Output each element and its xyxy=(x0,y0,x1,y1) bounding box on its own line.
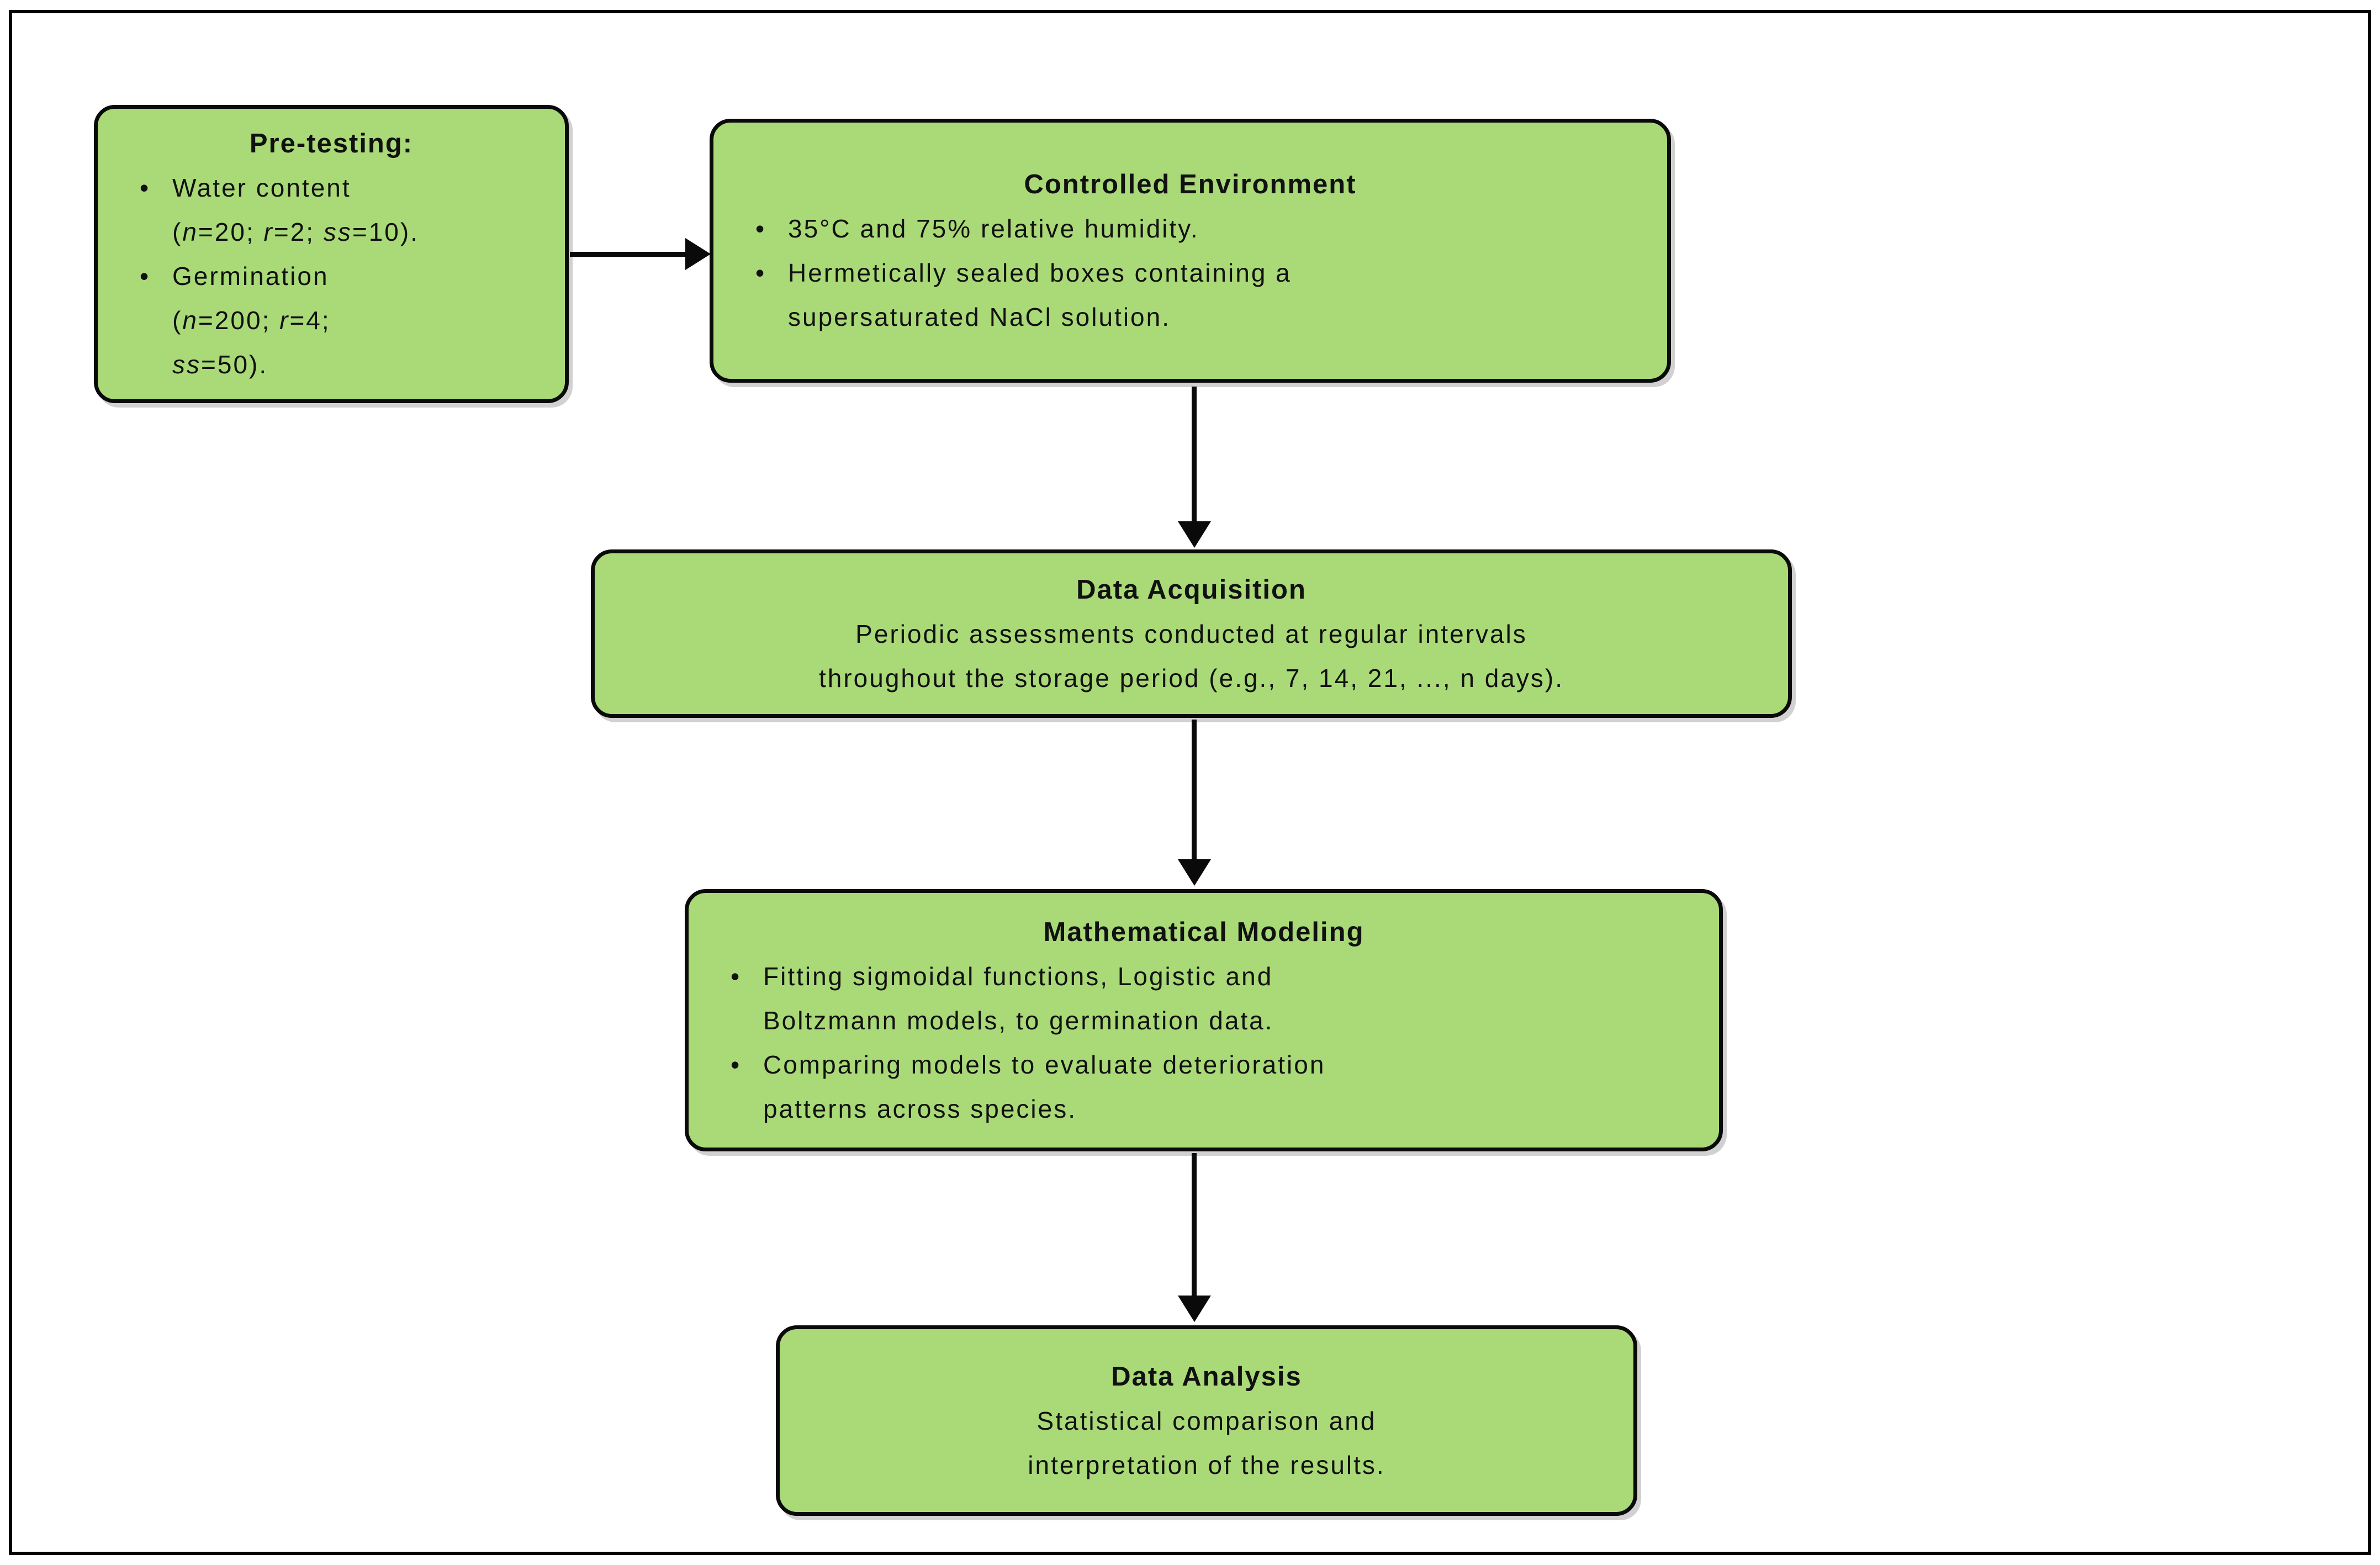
node-body: Statistical comparison and interpretation… xyxy=(807,1399,1606,1487)
node-title: Controlled Environment xyxy=(1024,170,1357,199)
text-segment: ss xyxy=(323,218,352,246)
text-line: supersaturated NaCl solution. xyxy=(741,295,1639,339)
text-segment: throughout the storage period (e.g., 7, … xyxy=(818,663,1564,692)
bullet-line: • Comparing models to evaluate deteriorat… xyxy=(716,1043,1691,1087)
arrowhead-right-icon xyxy=(685,238,711,270)
text-segment: =50). xyxy=(201,350,268,379)
text-line: Boltzmann models, to germination data. xyxy=(716,998,1691,1043)
text-segment: n xyxy=(182,306,198,335)
text-segment: Germination xyxy=(172,262,329,290)
text-segment: Statistical comparison and xyxy=(1036,1406,1377,1435)
text-segment: patterns across species. xyxy=(763,1094,1077,1123)
text-line: Statistical comparison and xyxy=(807,1399,1606,1443)
node-pre-testing: Pre-testing: •Water content(n=20; r=2; s… xyxy=(94,105,569,403)
arrow-modeling-to-analysis xyxy=(1192,1153,1197,1298)
text-segment: =2; xyxy=(273,218,324,246)
node-data-acquisition: Data Acquisition Periodic assessments co… xyxy=(591,549,1792,718)
text-segment: interpretation of the results. xyxy=(1028,1450,1385,1479)
text-segment: Periodic assessments conducted at regula… xyxy=(855,619,1527,648)
bullet-icon: • xyxy=(731,961,742,991)
node-title: Pre-testing: xyxy=(249,129,414,158)
text-line: (n=200; r=4; xyxy=(125,298,537,342)
text-segment: Fitting sigmoidal functions, Logistic an… xyxy=(763,961,1273,991)
text-line: throughout the storage period (e.g., 7, … xyxy=(622,656,1760,700)
node-controlled-environment: Controlled Environment • 35°C and 75% rel… xyxy=(710,119,1671,383)
node-title: Data Analysis xyxy=(1111,1361,1302,1392)
outer-frame xyxy=(9,10,2371,1555)
text-segment: Comparing models to evaluate deteriorati… xyxy=(763,1050,1326,1079)
text-segment: r xyxy=(263,218,274,246)
text-segment: supersaturated NaCl solution. xyxy=(788,303,1171,331)
text-segment: =4; xyxy=(289,306,331,335)
text-segment: n xyxy=(182,218,198,246)
text-line: interpretation of the results. xyxy=(807,1443,1606,1487)
bullet-line: • 35°C and 75% relative humidity. xyxy=(741,207,1639,251)
node-body: Periodic assessments conducted at regula… xyxy=(622,612,1760,700)
text-segment: Water content xyxy=(172,173,351,202)
bullet-icon: • xyxy=(755,258,766,287)
text-line: ss=50). xyxy=(125,342,537,387)
bullet-icon: • xyxy=(755,214,766,243)
text-segment: =200; xyxy=(198,306,280,335)
text-line: patterns across species. xyxy=(716,1087,1691,1131)
bullet-icon: • xyxy=(140,173,151,202)
node-title: Data Acquisition xyxy=(1076,574,1307,605)
node-mathematical-modeling: Mathematical Modeling • Fitting sigmoidal… xyxy=(685,889,1723,1151)
node-body: • 35°C and 75% relative humidity. • Hermeti… xyxy=(741,207,1639,339)
arrow-acquisition-to-modeling xyxy=(1192,720,1197,861)
arrow-controlled-to-acquisition xyxy=(1192,387,1197,525)
text-segment: =20; xyxy=(198,218,264,246)
arrowhead-down-icon xyxy=(1178,1296,1211,1322)
text-segment: r xyxy=(279,306,290,335)
text-line: Periodic assessments conducted at regula… xyxy=(622,612,1760,656)
text-segment: Boltzmann models, to germination data. xyxy=(763,1006,1274,1035)
arrowhead-down-icon xyxy=(1178,521,1211,548)
node-body: •Water content(n=20; r=2; ss=10).•Germin… xyxy=(125,166,537,387)
bullet-icon: • xyxy=(140,262,151,290)
node-title: Mathematical Modeling xyxy=(1043,917,1364,947)
bullet-line: • Germination xyxy=(125,254,537,298)
bullet-line: • Fitting sigmoidal functions, Logistic a… xyxy=(716,954,1691,998)
bullet-line: • Hermetically sealed boxes containing a xyxy=(741,251,1639,295)
arrowhead-down-icon xyxy=(1178,859,1211,886)
text-segment: Hermetically sealed boxes containing a xyxy=(788,258,1292,287)
arrow-pretesting-to-controlled xyxy=(570,252,688,257)
node-data-analysis: Data Analysis Statistical comparison and… xyxy=(776,1325,1637,1516)
text-segment: ( xyxy=(172,218,183,246)
text-segment: 35°C and 75% relative humidity. xyxy=(788,214,1199,243)
bullet-line: • Water content xyxy=(125,166,537,210)
bullet-icon: • xyxy=(731,1050,742,1079)
node-body: • Fitting sigmoidal functions, Logistic a… xyxy=(716,954,1691,1131)
text-segment: =10). xyxy=(352,218,419,246)
text-line: (n=20; r=2; ss=10). xyxy=(125,210,537,254)
text-segment: ss xyxy=(172,350,201,379)
text-segment: ( xyxy=(172,306,183,335)
